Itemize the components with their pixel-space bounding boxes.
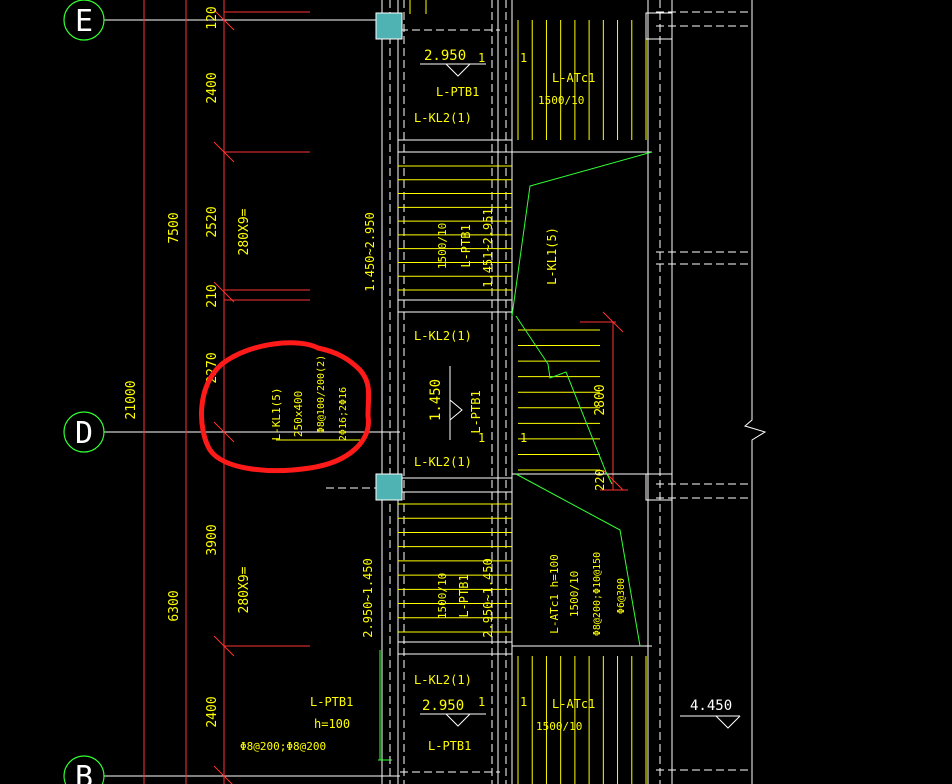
grid-bubble-e[interactable]: E xyxy=(63,0,105,41)
column-top-right xyxy=(645,12,673,40)
label-atc1-mid-spec: 1500/10 xyxy=(568,571,581,617)
elev-range-bottom: 2.950~1.450 xyxy=(361,558,375,637)
grid-bubble-d-label: D xyxy=(75,416,93,451)
dim-3900: 3900 xyxy=(205,524,220,555)
elevation-symbols xyxy=(420,63,741,729)
elev-2950-top: 2.950 xyxy=(424,48,466,64)
label-kl1-right: L-KL1(5) xyxy=(545,227,559,285)
column-mid-left xyxy=(375,473,403,501)
elev-1450: 1.450 xyxy=(428,379,444,421)
dim-step-top: 280X9= xyxy=(237,208,252,255)
marker-bottom-1: 1 xyxy=(478,695,485,709)
label-kl2-mid-top: L-KL2(1) xyxy=(414,329,472,343)
dim-220: 220 xyxy=(593,469,607,491)
label-ptb1-left-h: h=100 xyxy=(314,717,350,731)
grid-bubble-d[interactable]: D xyxy=(63,411,105,453)
grid-bubble-e-label: E xyxy=(75,4,93,39)
grid-axes xyxy=(104,19,400,777)
flight-top-spec: 1500/10 xyxy=(436,223,449,269)
marker-mid-1: 1 xyxy=(478,431,485,445)
beam-callout[interactable]: L-KL1(5) 250x400 Φ8@100/200(2) 2Φ16;2Φ16 xyxy=(270,355,360,441)
marker-mid-right-1: 1 xyxy=(520,431,527,445)
label-atc1-top-spec: 1500/10 xyxy=(538,94,584,107)
dim-total: 21000 xyxy=(124,380,139,419)
marker-top-1: 1 xyxy=(478,51,485,65)
dim-7500: 7500 xyxy=(167,212,182,243)
flight-top-range: 1.451~2.951 xyxy=(481,208,495,287)
dim-2800: 2800 xyxy=(593,384,608,415)
dim-2520: 2520 xyxy=(205,206,220,237)
label-ptb1-left-rebar: Φ8@200;Φ8@200 xyxy=(240,740,326,753)
label-ptb1-top: L-PTB1 xyxy=(436,85,479,99)
stair-treads xyxy=(398,0,647,784)
label-atc1-mid-rebar1: Φ8@200;Φ10@150 xyxy=(592,552,603,636)
grid-bubble-b-label: B xyxy=(75,760,93,784)
elev-2950-bottom: 2.950 xyxy=(422,698,464,714)
columns xyxy=(375,12,673,501)
flight-bottom-ptb: L-PTB1 xyxy=(457,574,471,617)
dimension-lines xyxy=(143,0,628,784)
label-ptb1-left-bottom: L-PTB1 xyxy=(310,695,353,709)
label-kl2-bottom: L-KL2(1) xyxy=(414,673,472,687)
green-break-lines xyxy=(378,151,653,761)
flight-bottom-spec: 1500/10 xyxy=(436,573,449,619)
break-line xyxy=(743,0,767,784)
dim-210: 210 xyxy=(205,284,220,307)
label-ptb1-mid: L-PTB1 xyxy=(469,390,483,433)
dim-6300: 6300 xyxy=(167,590,182,621)
structural-lines xyxy=(381,0,673,784)
grid-bubble-b[interactable]: B xyxy=(63,755,105,784)
dim-2400-bottom: 2400 xyxy=(205,696,220,727)
dim-2400-top: 2400 xyxy=(205,72,220,103)
column-mid-right xyxy=(645,473,673,501)
label-ptb1-bottom: L-PTB1 xyxy=(428,739,471,753)
label-atc1-bottom-spec: 1500/10 xyxy=(536,720,582,733)
label-kl2-mid-bottom: L-KL2(1) xyxy=(414,455,472,469)
beam-callout-section: 250x400 xyxy=(292,391,305,437)
beam-callout-rebar: 2Φ16;2Φ16 xyxy=(338,387,349,441)
elev-range-top: 1.450~2.950 xyxy=(363,212,377,291)
beam-callout-stirrup: Φ8@100/200(2) xyxy=(316,355,327,433)
label-kl2-top: L-KL2(1) xyxy=(414,111,472,125)
dim-step-bottom: 280X9= xyxy=(237,566,252,613)
label-atc1-mid: L-ATc1 h=100 xyxy=(548,554,561,633)
flight-bottom-range: 2.950~1.450 xyxy=(481,558,495,637)
column-top-left xyxy=(375,12,403,40)
dim-120: 120 xyxy=(205,6,220,29)
label-atc1-top: L-ATc1 xyxy=(552,71,595,85)
marker-bottom-right-1: 1 xyxy=(520,695,527,709)
flight-top-ptb: L-PTB1 xyxy=(459,224,473,267)
labels: 2.950 1 L-PTB1 L-KL2(1) 1 L-ATc1 1500/10… xyxy=(240,48,732,753)
beam-callout-name: L-KL1(5) xyxy=(270,388,283,441)
elev-4450: 4.450 xyxy=(690,698,732,714)
label-atc1-mid-rebar2: Φ6@300 xyxy=(616,578,627,614)
highlight-annotation xyxy=(199,340,372,474)
dimension-texts: 21000 7500 6300 120 2400 2520 210 2270 3… xyxy=(124,6,608,727)
marker-top-right-1: 1 xyxy=(520,51,527,65)
label-atc1-bottom: L-ATc1 xyxy=(552,697,595,711)
